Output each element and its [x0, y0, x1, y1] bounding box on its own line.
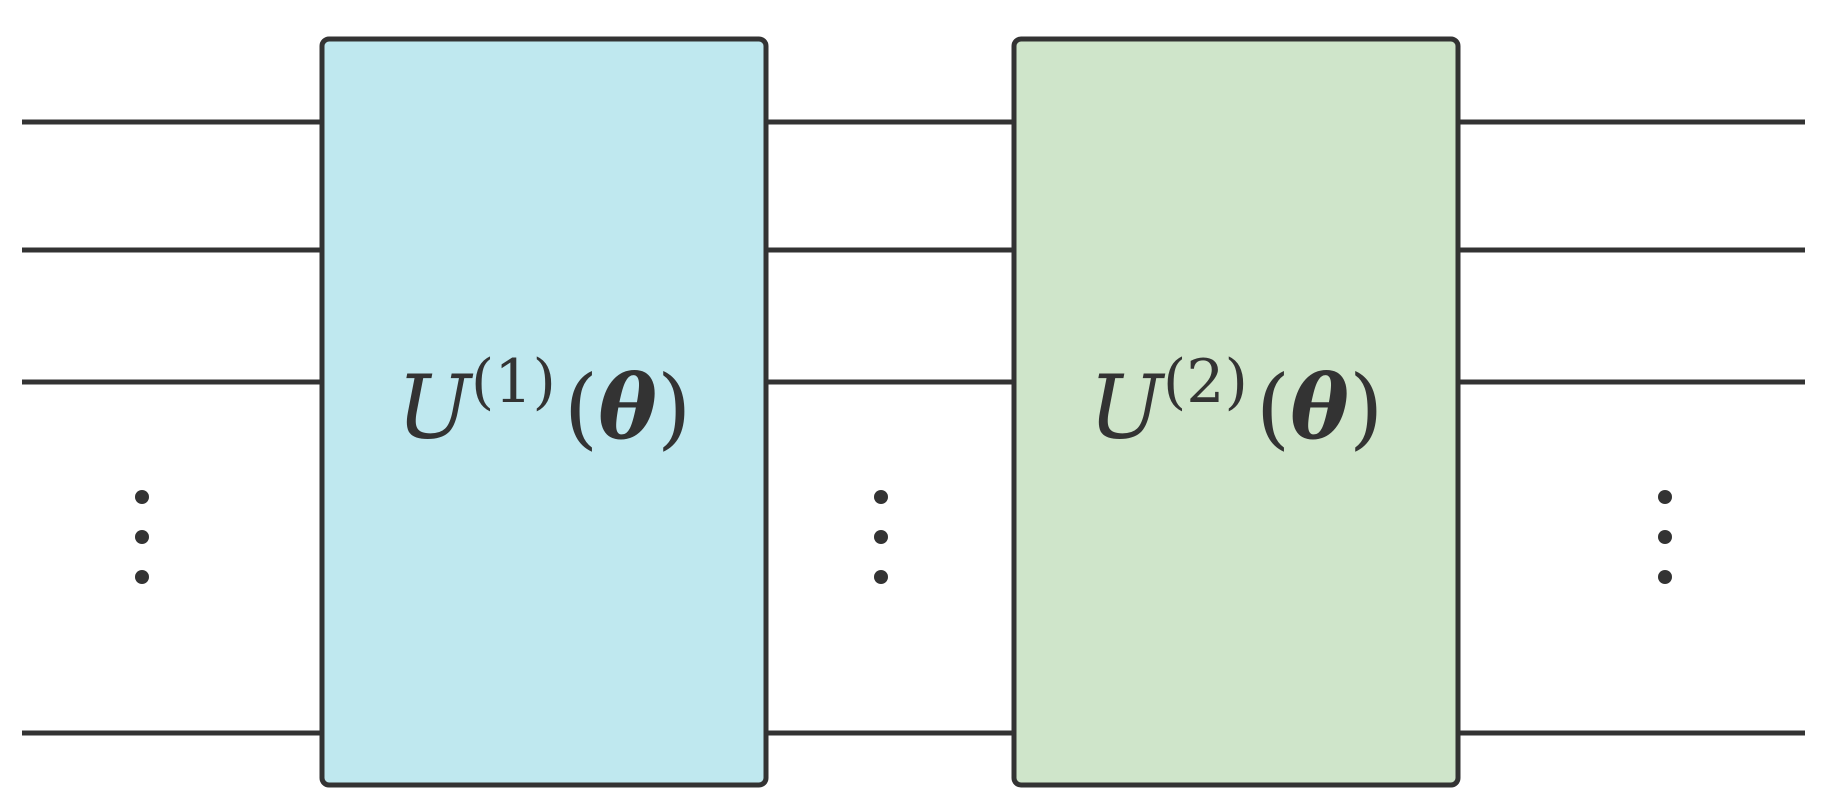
- gate-u2: U(2)(θ): [1011, 36, 1461, 788]
- ellipsis-left: [135, 490, 149, 584]
- gate-u1-box: [319, 36, 769, 788]
- gate-u1: U(1)(θ): [319, 36, 769, 788]
- ellipsis-middle: [874, 490, 888, 584]
- ellipsis-dot: [135, 490, 149, 504]
- gate-u1-param: θ: [598, 355, 657, 459]
- gate-u1-superscript: (1): [471, 347, 556, 417]
- ellipsis-dot: [1658, 530, 1672, 544]
- ellipsis-dot: [1658, 490, 1672, 504]
- gate-u2-paren-close: ): [1349, 356, 1383, 459]
- gate-u1-paren-open: (: [564, 356, 598, 459]
- gate-u1-paren-close: ): [657, 356, 691, 459]
- gate-u2-superscript: (2): [1163, 347, 1248, 417]
- ellipsis-dot: [874, 530, 888, 544]
- gate-u1-label: U(1)(θ): [397, 347, 692, 459]
- ellipsis-dot: [1658, 570, 1672, 584]
- gate-u1-symbol: U: [397, 356, 474, 459]
- gate-u2-box: [1011, 36, 1461, 788]
- gate-u2-param: θ: [1290, 355, 1349, 459]
- gate-u2-symbol: U: [1089, 356, 1166, 459]
- gate-u2-label: U(2)(θ): [1089, 347, 1384, 459]
- circuit-wires: [22, 119, 1805, 736]
- gate-u2-paren-open: (: [1256, 356, 1290, 459]
- ellipsis-dot: [135, 570, 149, 584]
- ellipsis-dot: [135, 530, 149, 544]
- ellipsis-dot: [874, 490, 888, 504]
- ellipsis-right: [1658, 490, 1672, 584]
- ellipsis-dot: [874, 570, 888, 584]
